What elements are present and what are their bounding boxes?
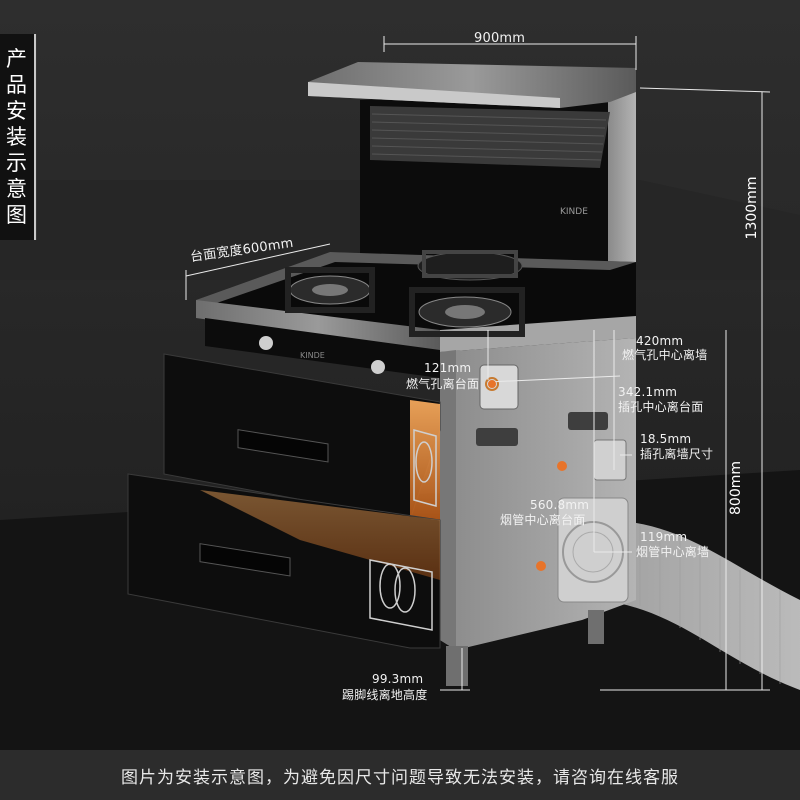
- hood-cap-edge: [308, 82, 560, 108]
- gas-top-value: 121mm: [424, 361, 472, 375]
- flue-wall-label: 烟管中心离墙: [636, 545, 710, 559]
- body-height-dimension: 800mm: [728, 461, 744, 515]
- side-title: 产品安装示意图: [6, 47, 27, 227]
- gas-top-label: 燃气孔离台面: [406, 377, 480, 391]
- brand-logo: KINDE: [560, 207, 588, 217]
- socket-marker: [557, 461, 567, 471]
- side-title-accent: [34, 34, 36, 240]
- burner-right: [409, 287, 525, 337]
- flue-top-label: 烟管中心离台面: [500, 513, 586, 527]
- socket-top-value: 342.1mm: [618, 385, 678, 399]
- upper-drawer-interior-light: [410, 400, 440, 520]
- socket-cutout: [593, 439, 627, 481]
- dimension-lines: [185, 36, 771, 691]
- flue-marker: [536, 561, 546, 571]
- gas-marker: [488, 380, 496, 388]
- side-vent-slot: [476, 428, 518, 446]
- gas-inlet-cutout: [479, 364, 519, 410]
- burner-left: [285, 267, 375, 313]
- side-title-panel: 产品安装示意图: [0, 34, 37, 240]
- lower-drawer-handle: [199, 543, 291, 577]
- flue-top-value: 560.8mm: [530, 498, 590, 512]
- countertop-side-edge: [440, 316, 636, 352]
- socket-top-label: 插孔中心离台面: [618, 400, 704, 414]
- socket-size-label: 插孔离墙尺寸: [640, 447, 714, 461]
- side-vent-slot-2: [568, 412, 608, 430]
- total-height-dimension: 1300mm: [744, 176, 760, 240]
- upper-drawer-handle: [237, 429, 329, 463]
- brand-logo-panel: KINDE: [300, 351, 325, 360]
- kick-value: 99.3mm: [372, 672, 424, 686]
- flue-wall-value: 119mm: [640, 530, 688, 544]
- gas-wall-value: 420mm: [636, 334, 684, 348]
- burner-rear: [417, 250, 523, 281]
- kick-label: 踢脚线离地高度: [342, 688, 428, 702]
- footer-note: 图片为安装示意图，为避免因尺寸问题导致无法安装，请咨询在线客服: [121, 768, 679, 788]
- lower-drawer-interior-light: [200, 490, 440, 580]
- width-dimension: 900mm: [474, 31, 526, 46]
- hood-intake-grille: [370, 106, 610, 168]
- socket-size-value: 18.5mm: [640, 432, 692, 446]
- knob-right: [371, 360, 385, 374]
- footer-bar: 图片为安装示意图，为避免因尺寸问题导致无法安装，请咨询在线客服: [0, 750, 800, 800]
- knob-left: [259, 336, 273, 350]
- dish-rack: [369, 429, 437, 631]
- countertop-front-edge: [196, 300, 440, 352]
- gas-wall-label: 燃气孔中心离墙: [622, 348, 708, 362]
- leg-front: [446, 646, 468, 686]
- leg-rear: [588, 610, 604, 644]
